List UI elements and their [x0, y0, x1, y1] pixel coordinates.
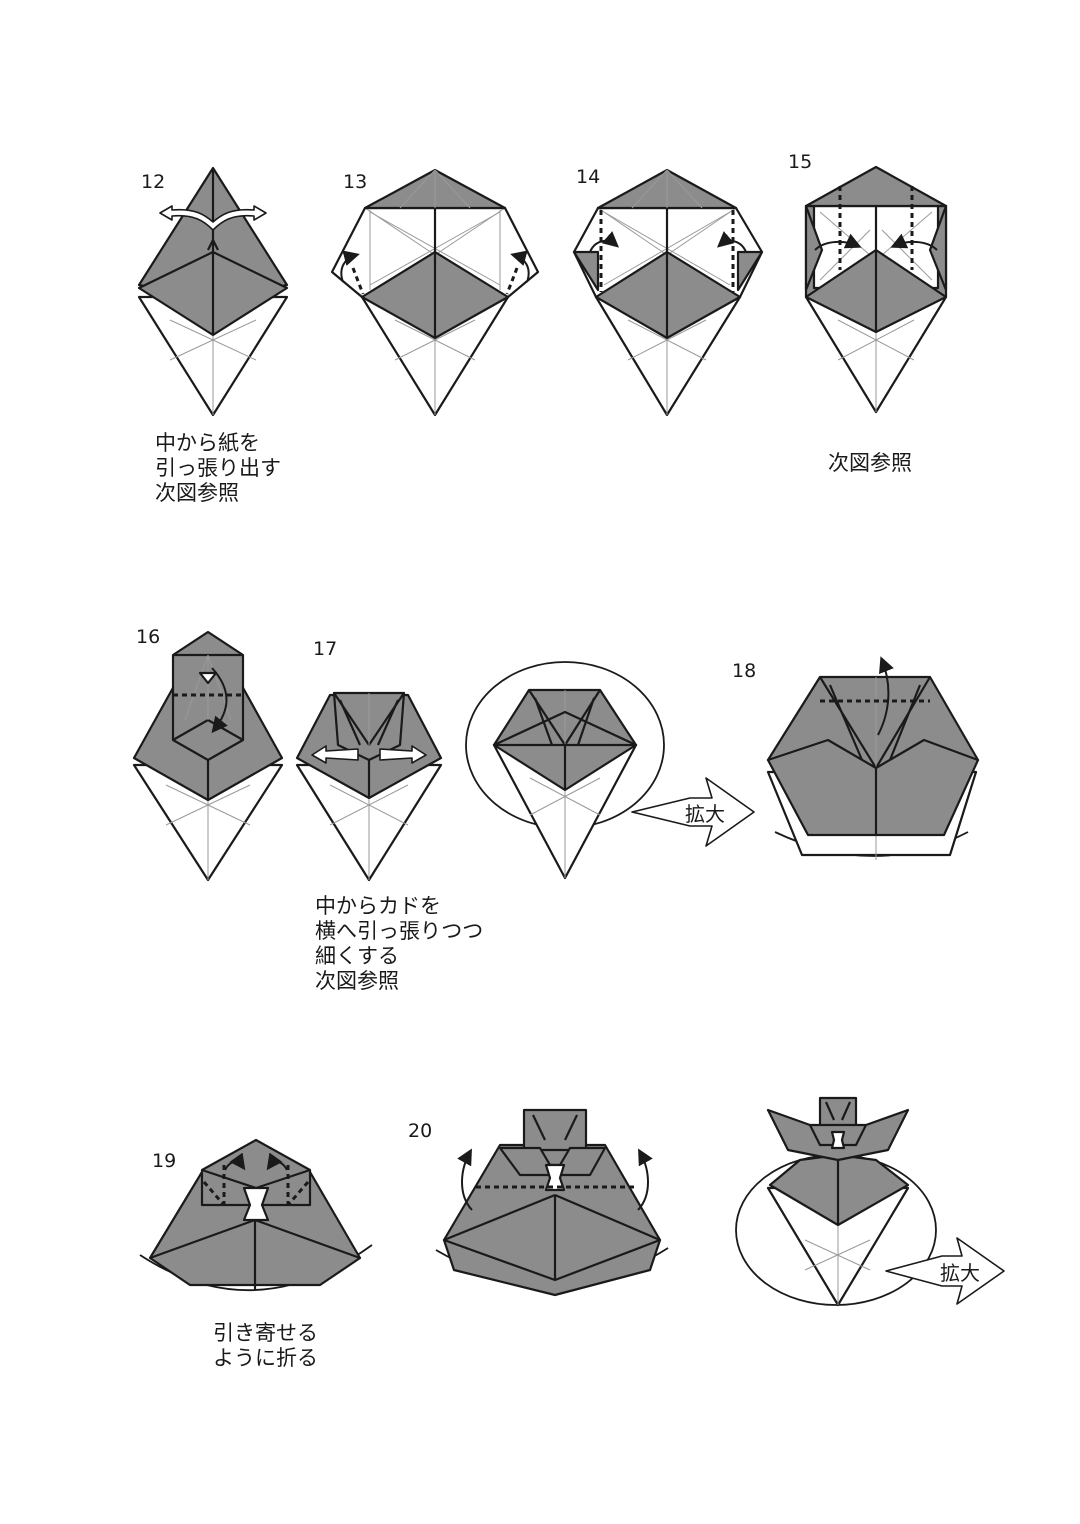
step-17-caption-line-3: 細くする: [315, 944, 399, 968]
step-18-number: 18: [732, 660, 756, 682]
step-20-number: 20: [408, 1120, 432, 1142]
step-12-caption-line-1: 中から紙を: [155, 431, 260, 455]
step-17-detail-figure: [465, 661, 665, 880]
step-17-caption-line-1: 中からカドを: [315, 894, 441, 918]
step-13-figure: 13: [330, 168, 540, 417]
zoom-label-2: 拡大: [940, 1261, 980, 1285]
step-20-result-figure: [735, 1096, 937, 1307]
step-12-number: 12: [141, 171, 165, 193]
step-19-number: 19: [152, 1150, 176, 1172]
step-13-number: 13: [343, 171, 367, 193]
step-19-caption-line-1: 引き寄せる: [213, 1321, 318, 1345]
step-17-number: 17: [313, 638, 337, 660]
step-14-number: 14: [576, 166, 600, 188]
step-17-figure: 17: [295, 638, 443, 882]
step-19-caption: 引き寄せる ように折る: [213, 1321, 318, 1370]
step-16-number: 16: [136, 626, 160, 648]
step-15-figure: 15: [788, 151, 948, 414]
step-15-caption: 次図参照: [828, 451, 912, 475]
step-12-caption-line-3: 次図参照: [155, 481, 239, 505]
step-17-caption-line-2: 横へ引っ張りつつ: [315, 919, 483, 943]
step-20-figure: 20: [408, 1108, 669, 1297]
step-12-caption-line-2: 引っ張り出す: [155, 456, 281, 480]
step-17-caption: 中からカドを 横へ引っ張りつつ 細くする 次図参照: [315, 894, 483, 993]
zoom-label-1: 拡大: [685, 802, 725, 826]
step-15-number: 15: [788, 151, 812, 173]
step-17-caption-line-4: 次図参照: [315, 969, 399, 993]
pull-out-arrow: [159, 205, 267, 231]
step-19-figure: 19: [139, 1138, 373, 1292]
step-16-figure: 16: [132, 626, 284, 882]
step-12-caption: 中から紙を 引っ張り出す 次図参照: [155, 431, 281, 505]
zoom-arrow-1: 拡大: [631, 777, 755, 847]
zoom-arrow-2: 拡大: [885, 1237, 1005, 1305]
step-12-figure: 12: [137, 166, 289, 417]
step-18-figure: 18: [732, 656, 980, 860]
step-19-caption-line-2: ように折る: [213, 1346, 318, 1370]
step-14-figure: 14: [572, 166, 764, 417]
